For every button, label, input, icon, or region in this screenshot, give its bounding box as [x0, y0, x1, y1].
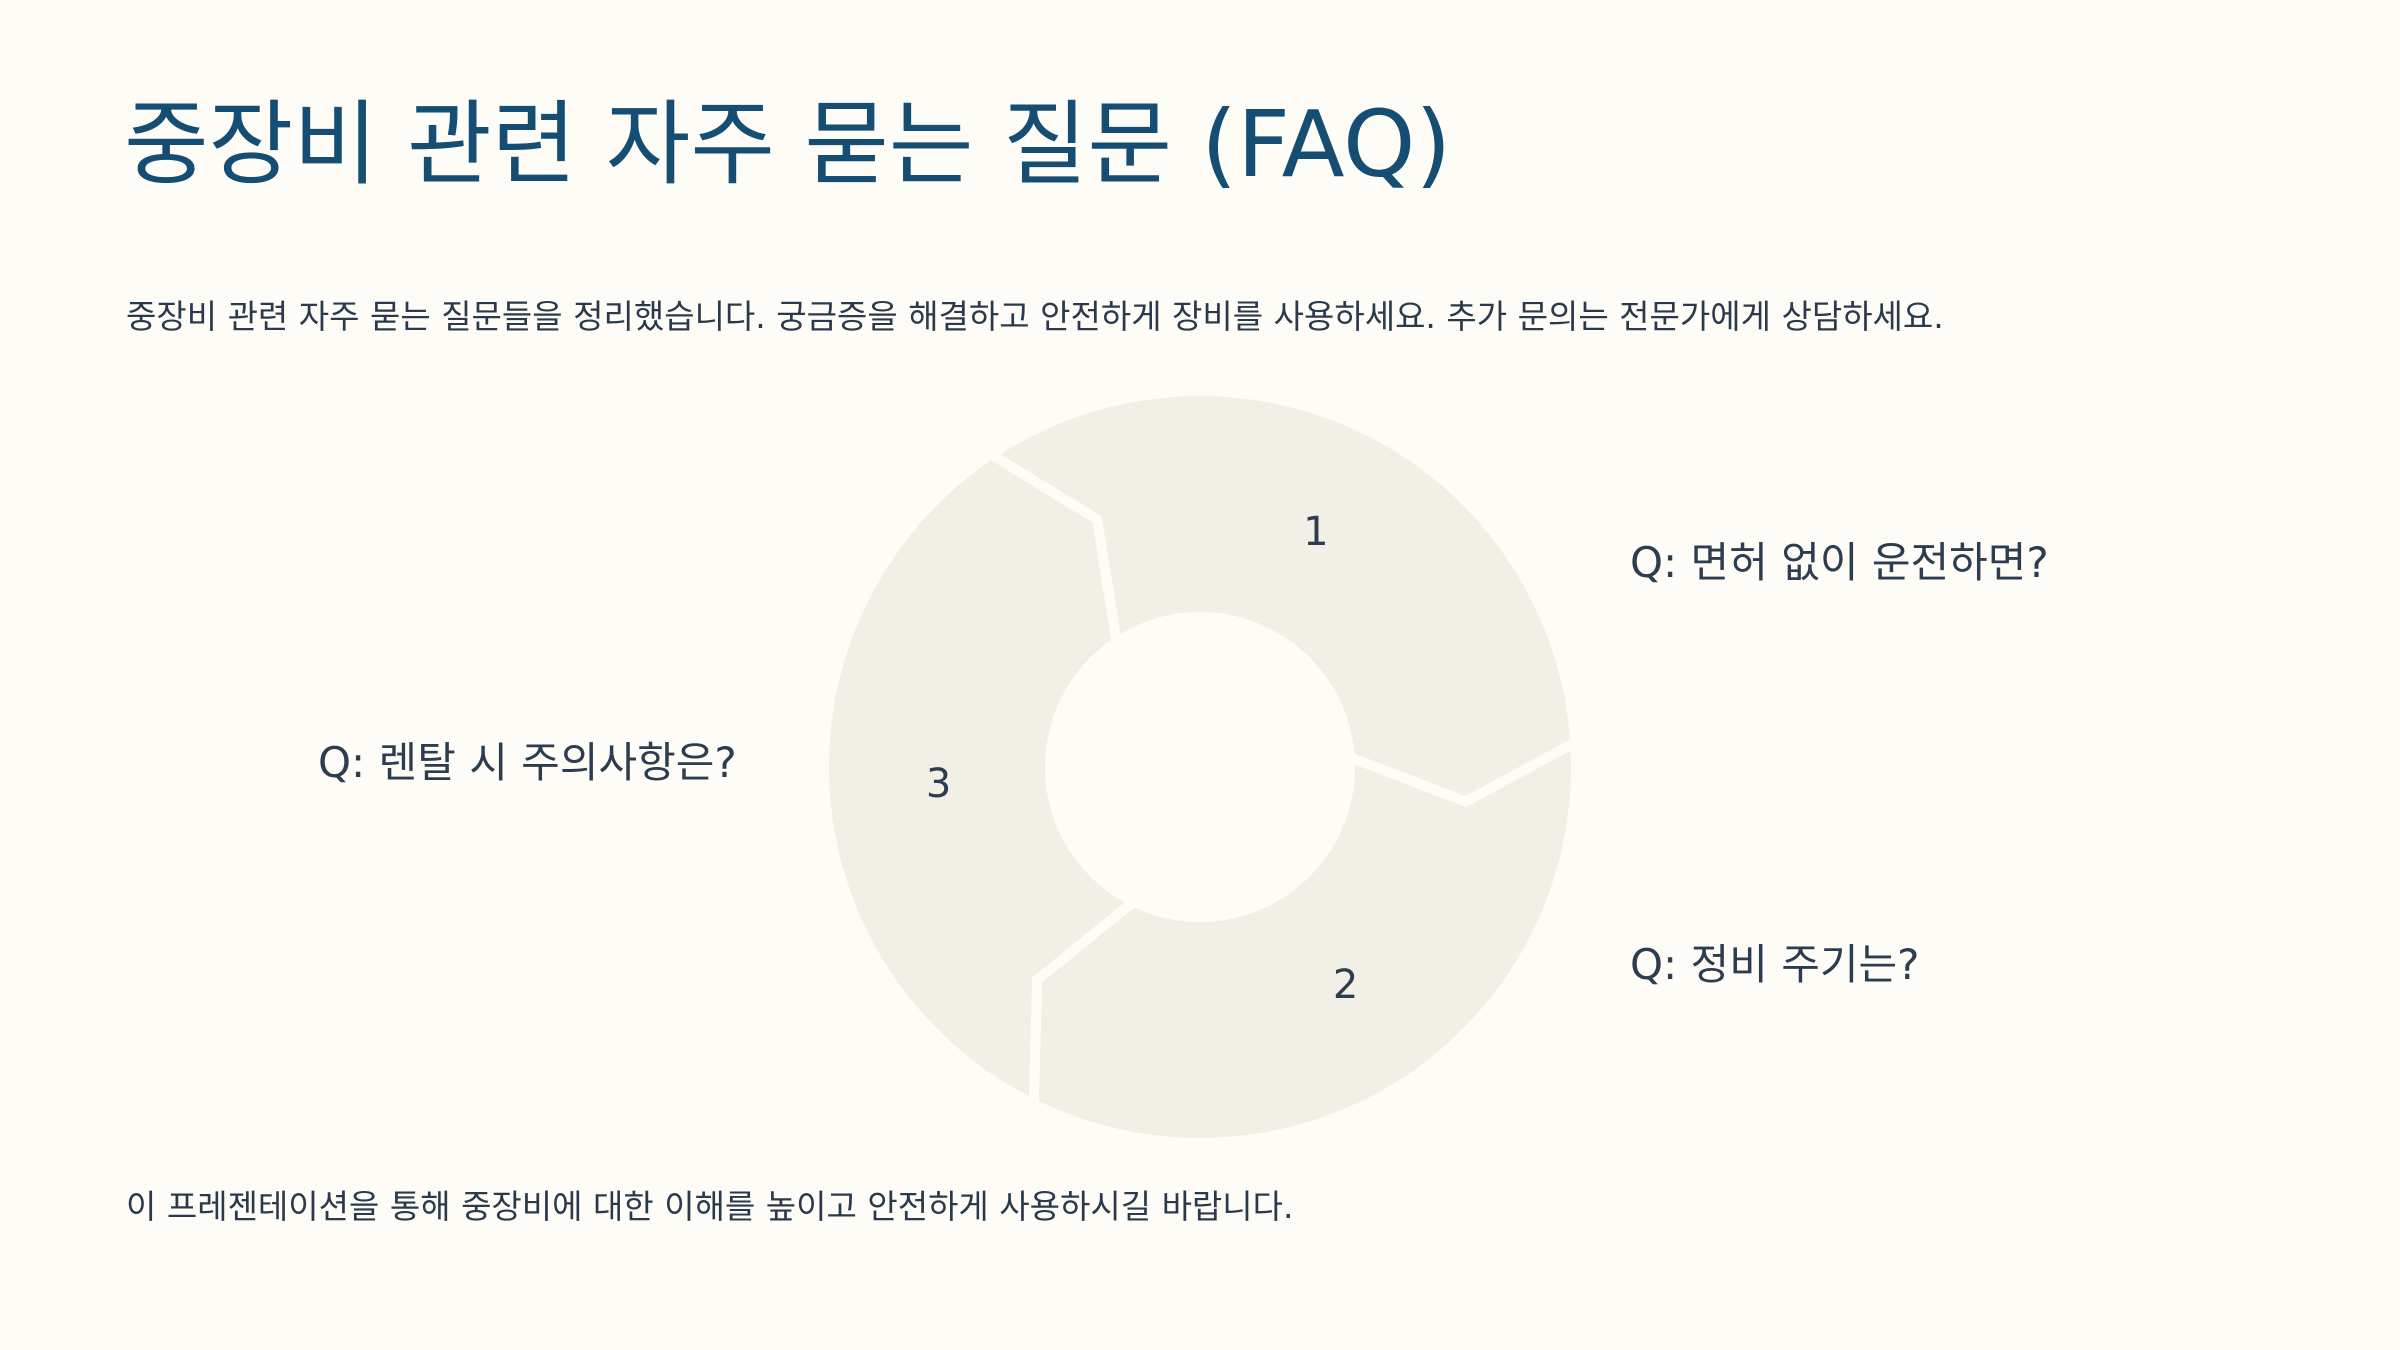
cycle-segment-number-2: 2 [1333, 962, 1358, 1008]
page-subtitle: 중장비 관련 자주 묻는 질문들을 정리했습니다. 궁금증을 해결하고 안전하게… [126, 297, 1944, 336]
cycle-segment-1 [981, 386, 1581, 808]
faq-question-3: Q: 정비 주기는? [1630, 940, 1920, 989]
faq-question-1: Q: 렌탈 시 주의사항은? [318, 738, 737, 787]
cycle-segment-number-1: 1 [1303, 509, 1328, 555]
cycle-segment-2 [1028, 734, 1581, 1148]
faq-question-2: Q: 면허 없이 운전하면? [1630, 538, 2049, 587]
cycle-segment-number-3: 3 [926, 761, 951, 807]
cycle-segment-3 [819, 448, 1143, 1113]
page-title: 중장비 관련 자주 묻는 질문 (FAQ) [124, 91, 1452, 198]
footer-note: 이 프레젠테이션을 통해 중장비에 대한 이해를 높이고 안전하게 사용하시길 … [126, 1187, 1294, 1226]
